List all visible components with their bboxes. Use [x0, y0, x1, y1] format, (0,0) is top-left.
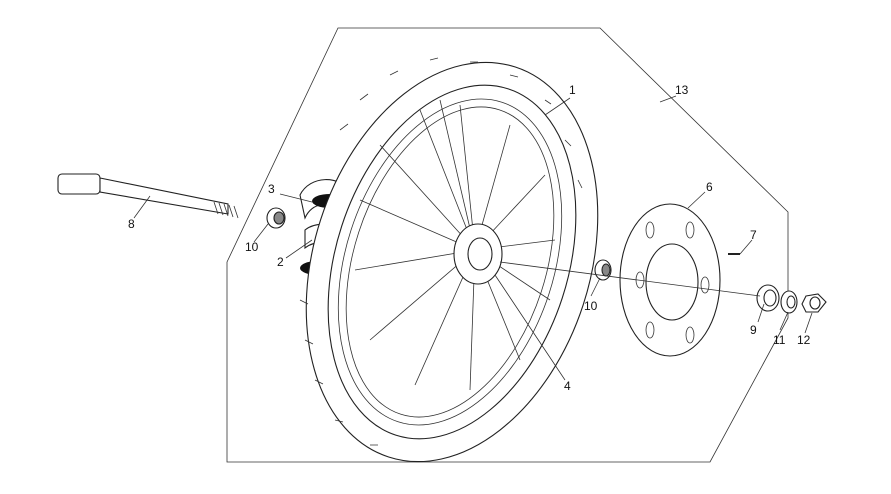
brake-disc — [619, 203, 721, 357]
callout-9: 9 — [750, 323, 757, 337]
assembly-boundary — [226, 27, 789, 463]
tyre — [299, 57, 599, 463]
callout-7: 7 — [750, 228, 757, 242]
axis-line — [499, 261, 761, 297]
spacer — [756, 284, 780, 312]
callout-3: 3 — [268, 182, 275, 196]
axle — [57, 173, 239, 219]
callout-2: 2 — [277, 255, 284, 269]
callout-13: 13 — [675, 83, 689, 97]
callout-12: 12 — [797, 333, 811, 347]
bearing-right — [594, 259, 612, 281]
callout-4: 4 — [564, 379, 571, 393]
callout-10-right: 10 — [584, 299, 598, 313]
leader-lines — [133, 95, 813, 381]
hub — [453, 223, 503, 285]
callout-6: 6 — [706, 180, 713, 194]
callout-8: 8 — [128, 217, 135, 231]
axle-nut — [801, 293, 827, 313]
callout-10-left: 10 — [245, 240, 259, 254]
washer — [780, 290, 798, 314]
callout-1: 1 — [569, 83, 576, 97]
bearing-left — [266, 207, 286, 229]
callout-11: 11 — [773, 333, 786, 347]
